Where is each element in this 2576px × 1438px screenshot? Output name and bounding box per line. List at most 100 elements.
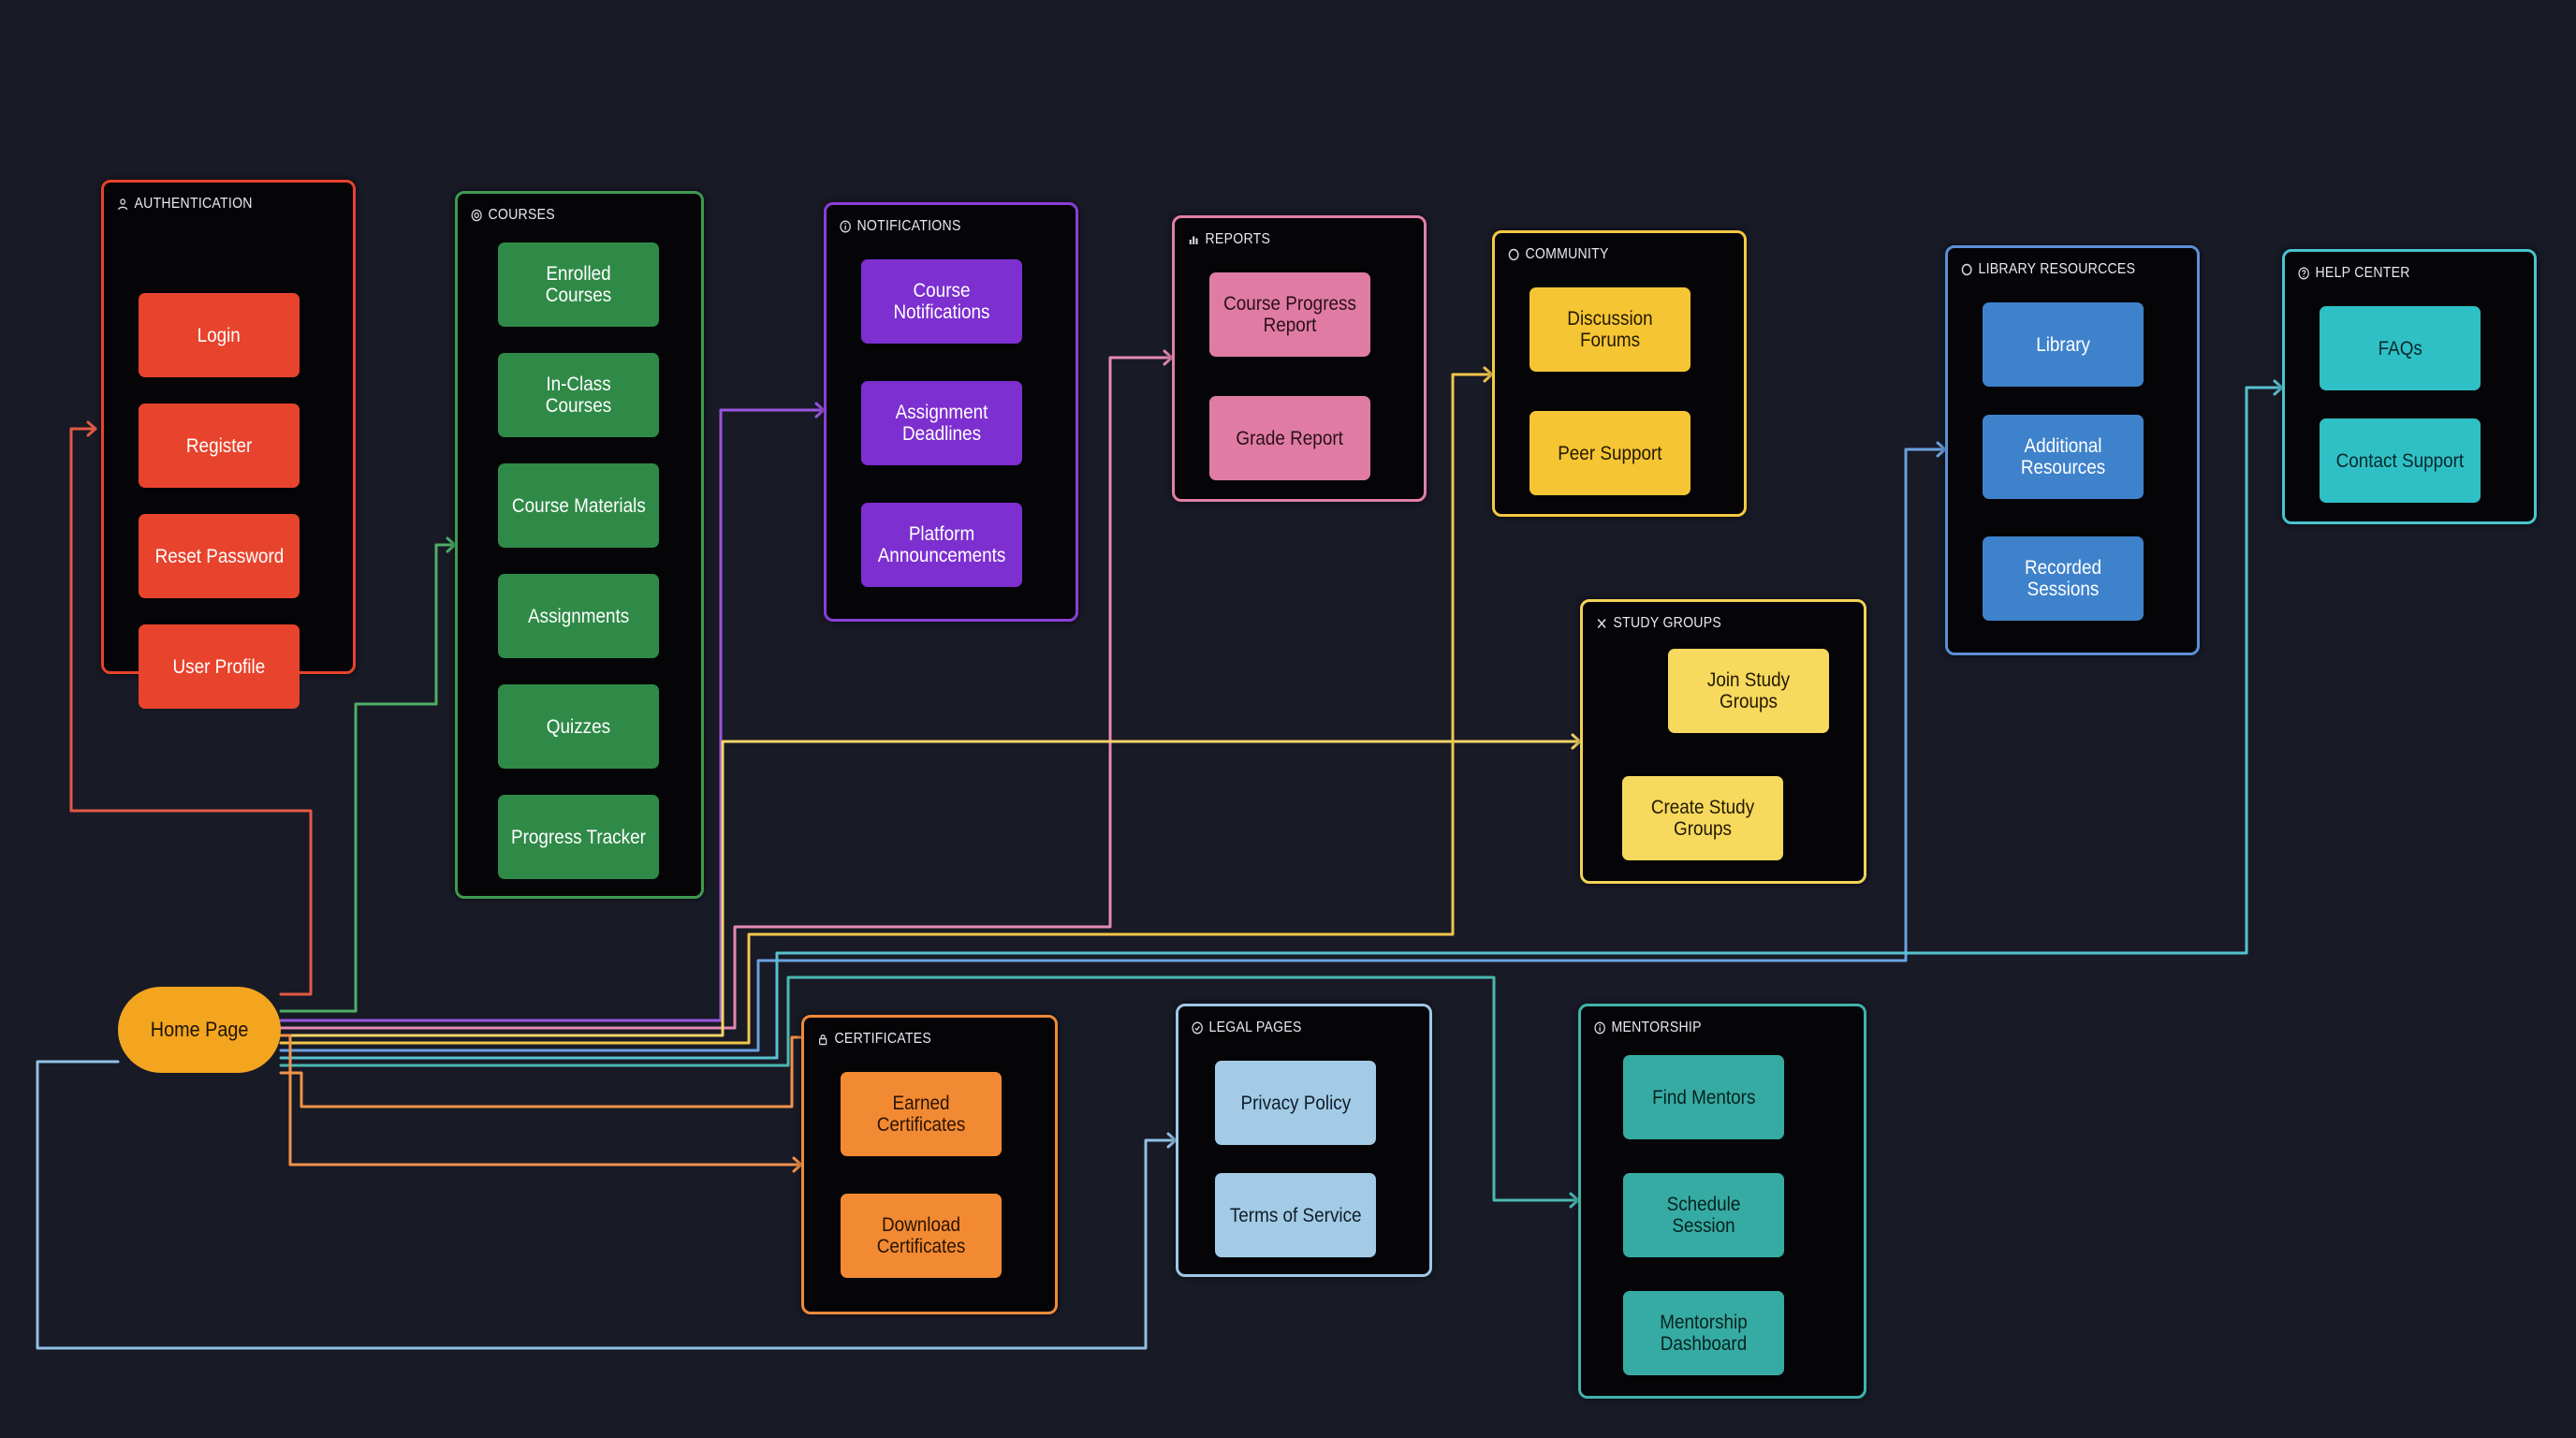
- group-title: AUTHENTICATION: [134, 196, 253, 212]
- group-header: COURSES: [471, 207, 555, 224]
- group-header: NOTIFICATIONS: [840, 218, 961, 235]
- home-page-node[interactable]: Home Page: [118, 987, 281, 1073]
- node-assignment-deadlines[interactable]: Assignment Deadlines: [861, 381, 1022, 465]
- group-title: LIBRARY RESOURCCES: [1978, 261, 2136, 277]
- node-label: Discussion Forums: [1567, 308, 1653, 351]
- node-label: Download Certificates: [876, 1214, 966, 1257]
- node-quizzes[interactable]: Quizzes: [498, 684, 659, 769]
- node-label: Assignment Deadlines: [895, 402, 988, 445]
- node-recorded-sessions[interactable]: Recorded Sessions: [1983, 536, 2144, 621]
- close-icon: [1596, 617, 1607, 630]
- node-login[interactable]: Login: [139, 293, 300, 377]
- node-additional-resources[interactable]: Additional Resources: [1983, 415, 2144, 499]
- group-title: STUDY GROUPS: [1613, 615, 1722, 631]
- group-title: LEGAL PAGES: [1208, 1020, 1302, 1035]
- arrowhead-courses: [446, 536, 457, 553]
- node-in-class-courses[interactable]: In-Class Courses: [498, 353, 659, 437]
- node-grade-report[interactable]: Grade Report: [1209, 396, 1370, 480]
- node-download-certificates[interactable]: Download Certificates: [841, 1194, 1002, 1278]
- arrowhead-notifications: [814, 402, 826, 418]
- group-title: COURSES: [488, 207, 555, 223]
- node-label: Schedule Session: [1666, 1194, 1741, 1237]
- node-privacy-policy[interactable]: Privacy Policy: [1215, 1061, 1376, 1145]
- node-find-mentors[interactable]: Find Mentors: [1623, 1055, 1784, 1139]
- arrowhead-help-center: [2273, 379, 2284, 396]
- arrowhead-certificates: [792, 1156, 803, 1173]
- node-label: Register: [185, 434, 253, 457]
- node-label: Privacy Policy: [1240, 1092, 1351, 1114]
- node-earned-certificates[interactable]: Earned Certificates: [841, 1072, 1002, 1156]
- node-mentorship-dashboard[interactable]: Mentorship Dashboard: [1623, 1291, 1784, 1375]
- node-label: In-Class Courses: [545, 374, 612, 417]
- node-label: FAQs: [2378, 337, 2422, 360]
- node-label: Reset Password: [154, 545, 284, 567]
- group-title: CERTIFICATES: [834, 1031, 932, 1047]
- node-label: Earned Certificates: [876, 1093, 966, 1136]
- node-enrolled-courses[interactable]: Enrolled Courses: [498, 242, 659, 327]
- node-user-profile[interactable]: User Profile: [139, 624, 300, 709]
- node-label: Quizzes: [546, 715, 611, 738]
- arrowhead-mentorship: [1569, 1192, 1580, 1209]
- group-header: LEGAL PAGES: [1192, 1020, 1302, 1036]
- group-header: HELP CENTER: [2298, 265, 2410, 282]
- node-discussion-forums[interactable]: Discussion Forums: [1530, 287, 1690, 372]
- node-label: Join Study Groups: [1706, 669, 1791, 712]
- node-label: Course Progress Report: [1223, 293, 1356, 336]
- node-library[interactable]: Library: [1983, 302, 2144, 387]
- node-faqs[interactable]: FAQs: [2320, 306, 2481, 390]
- arrowhead-community: [1483, 366, 1494, 383]
- group-header: LIBRARY RESOURCCES: [1961, 261, 2135, 278]
- group-header: CERTIFICATES: [817, 1031, 931, 1048]
- node-course-progress-report[interactable]: Course Progress Report: [1209, 272, 1370, 357]
- node-label: User Profile: [172, 655, 266, 678]
- user-icon: [117, 198, 128, 211]
- group-header: MENTORSHIP: [1594, 1020, 1702, 1036]
- node-label: Platform Announcements: [877, 523, 1006, 566]
- node-label: Terms of Service: [1229, 1204, 1362, 1226]
- group-title: REPORTS: [1205, 231, 1271, 247]
- arrowhead-reports: [1163, 349, 1174, 366]
- arrowhead-authentication: [86, 420, 97, 437]
- node-label: Course Notifications: [893, 280, 990, 323]
- node-platform-announcements[interactable]: Platform Announcements: [861, 503, 1022, 587]
- node-schedule-session[interactable]: Schedule Session: [1623, 1173, 1784, 1257]
- help-icon: [2298, 267, 2309, 280]
- node-course-notifications[interactable]: Course Notifications: [861, 259, 1022, 344]
- connector-certificates-a: [279, 1035, 809, 1108]
- book-icon: [471, 209, 482, 222]
- node-label: Assignments: [527, 605, 630, 627]
- node-label: Grade Report: [1236, 427, 1344, 449]
- node-peer-support[interactable]: Peer Support: [1530, 411, 1690, 495]
- node-assignments[interactable]: Assignments: [498, 574, 659, 658]
- node-label: Enrolled Courses: [545, 263, 612, 306]
- node-label: Peer Support: [1558, 442, 1662, 464]
- group-title: NOTIFICATIONS: [856, 218, 961, 234]
- shield-icon: [1192, 1021, 1203, 1034]
- node-label: Mentorship Dashboard: [1660, 1312, 1748, 1355]
- node-progress-tracker[interactable]: Progress Tracker: [498, 795, 659, 879]
- info-icon: [1594, 1021, 1605, 1034]
- lock-icon: [817, 1033, 828, 1046]
- node-course-materials[interactable]: Course Materials: [498, 463, 659, 548]
- connector-certificates-b: [279, 1034, 803, 1167]
- node-create-study-groups[interactable]: Create Study Groups: [1622, 776, 1783, 860]
- node-join-study-groups[interactable]: Join Study Groups: [1668, 649, 1829, 733]
- group-header: AUTHENTICATION: [117, 196, 253, 213]
- node-label: Library: [2036, 333, 2090, 356]
- node-label: Additional Resources: [2020, 435, 2106, 478]
- node-reset-password[interactable]: Reset Password: [139, 514, 300, 598]
- node-register[interactable]: Register: [139, 404, 300, 488]
- node-label: Login: [197, 324, 242, 346]
- node-contact-support[interactable]: Contact Support: [2320, 418, 2481, 503]
- node-terms-of-service[interactable]: Terms of Service: [1215, 1173, 1376, 1257]
